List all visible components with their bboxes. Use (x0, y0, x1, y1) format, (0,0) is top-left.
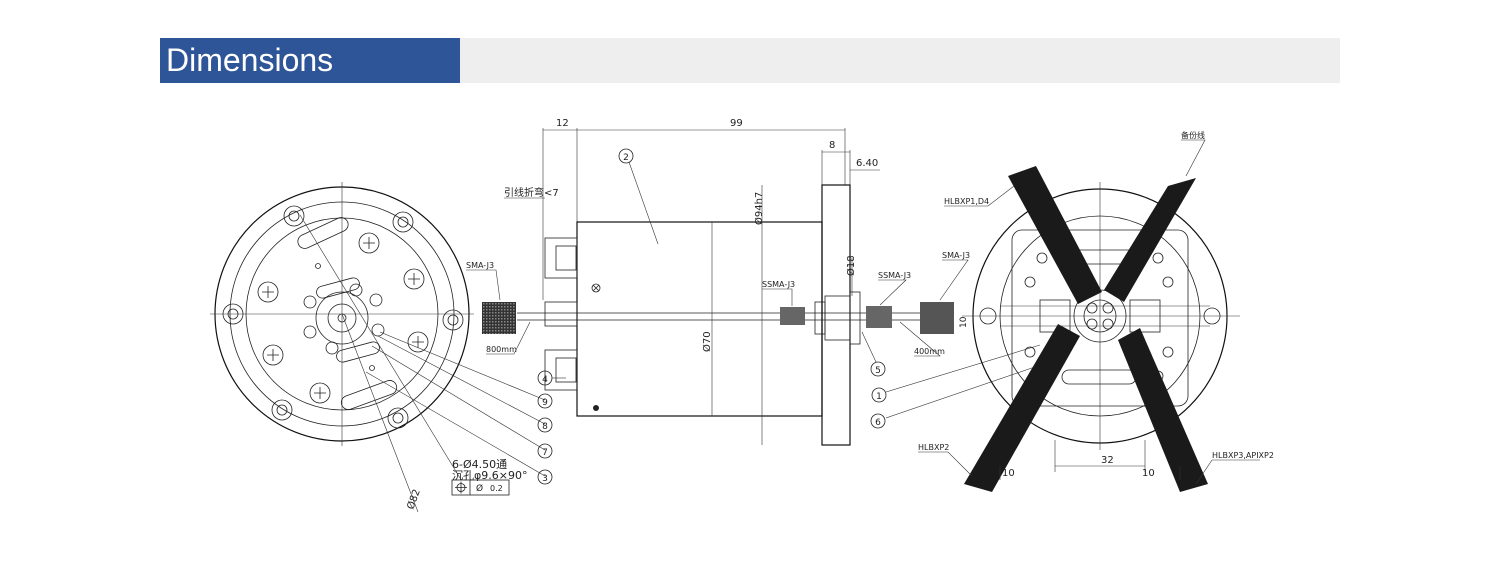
center-side-view: 12 99 8 6.40 引线折弯<7 Ø94h7 (466, 118, 1056, 446)
hlbxp3-label: HLBXP3,APIXP2 (1212, 451, 1274, 460)
callout-4 (537, 370, 553, 386)
dim-8: 8 (829, 140, 835, 151)
hlbxp2-label: HLBXP2 (918, 443, 949, 452)
callout-2 (618, 148, 634, 164)
sma-left-label: SMA-J3 (466, 261, 494, 270)
left-front-view: Ø82 6-Ø4.50通 沉孔φ9.6×90° Ø 0.2 (210, 182, 546, 513)
section-title: Dimensions (160, 38, 460, 83)
dim-32: 32 (1101, 455, 1114, 466)
dim-10-right: 10 (1142, 468, 1155, 479)
hole-spec: 6-Ø4.50通 (452, 458, 507, 471)
callout-7-text: 7 (542, 448, 548, 458)
len-800-label: 800mm (486, 345, 517, 354)
callout-9 (537, 393, 553, 409)
right-rear-view: 10 32 10 10 备份线 HLBXP1,D4 HLBXP2 HLBXP3,… (918, 130, 1274, 492)
callout-1 (871, 387, 887, 403)
len-400-label: 400mm (914, 347, 945, 356)
callouts: 2 4 9 8 7 3 5 1 6 (537, 148, 887, 485)
callout-4-text: 4 (542, 375, 548, 385)
sma-right-label: SMA-J3 (942, 251, 970, 260)
callout-8 (537, 417, 553, 433)
dim-70: Ø70 (701, 331, 713, 352)
counterbore-spec: 沉孔φ9.6×90° (452, 469, 527, 482)
hlbxp1-label: HLBXP1,D4 (944, 197, 989, 206)
dim-640: 6.40 (856, 158, 878, 169)
dim-99: 99 (730, 118, 743, 129)
callout-1-text: 1 (876, 392, 882, 402)
callout-5 (870, 361, 886, 377)
spare-wire-label: 备份线 (1181, 130, 1205, 140)
callout-8-text: 8 (542, 422, 548, 432)
dim-82: Ø82 (405, 488, 423, 511)
svg-text:Ø: Ø (476, 483, 483, 494)
callout-6-text: 6 (875, 418, 881, 428)
callout-3-text: 3 (542, 474, 548, 484)
dim-12: 12 (556, 118, 569, 129)
callout-9-text: 9 (542, 398, 548, 408)
dim-18: Ø18 (845, 255, 857, 276)
dim-10-vertical: 10 (959, 316, 969, 328)
lead-bend-label: 引线折弯<7 (504, 186, 559, 199)
callout-2-text: 2 (623, 153, 629, 163)
dim-10-left: 10 (1002, 468, 1015, 479)
ssma-right-label: SSMA-J3 (878, 271, 911, 280)
ssma-left-label: SSMA-J3 (762, 280, 795, 289)
callout-3 (537, 469, 553, 485)
tolerance: 0.2 (490, 484, 503, 493)
callout-5-text: 5 (875, 366, 881, 376)
callout-6 (870, 413, 886, 429)
dim-94: Ø94h7 (753, 192, 765, 225)
callout-7 (537, 443, 553, 459)
